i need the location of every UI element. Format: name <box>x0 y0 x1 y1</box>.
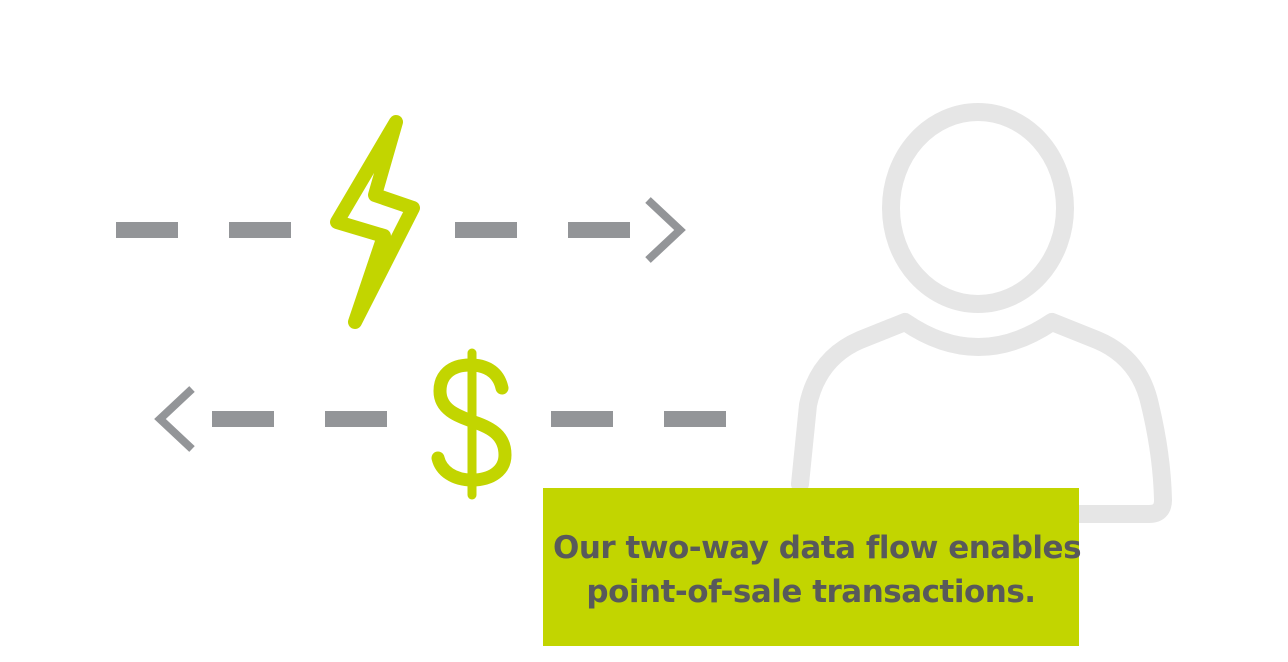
person-head <box>882 103 1074 313</box>
bottom-dash-2 <box>325 411 387 427</box>
top-dash-1 <box>116 222 178 238</box>
dollar-sign-icon <box>431 348 512 500</box>
top-dash-3 <box>455 222 517 238</box>
top-dash-2 <box>229 222 291 238</box>
person-icon <box>791 103 1172 523</box>
person-shoulders <box>791 313 1172 523</box>
right-arrowhead-icon <box>645 197 686 263</box>
top-flow-arrow <box>116 197 686 263</box>
left-arrowhead-icon <box>154 386 195 452</box>
top-dash-4 <box>568 222 630 238</box>
bottom-dash-4 <box>664 411 726 427</box>
callout-text: Our two-way data flow enables point-of-s… <box>553 526 1082 614</box>
dollar-sign-curve <box>431 358 512 487</box>
bottom-dash-1 <box>212 411 274 427</box>
bottom-dash-3 <box>551 411 613 427</box>
bottom-flow-arrow <box>154 386 726 452</box>
callout-box <box>543 488 1079 646</box>
callout-line-1: Our two-way data flow enables <box>553 530 1082 566</box>
callout-line-2: point-of-sale transactions. <box>586 574 1036 610</box>
callout: Our two-way data flow enables point-of-s… <box>543 488 1082 646</box>
lightning-bolt-icon <box>330 115 420 329</box>
